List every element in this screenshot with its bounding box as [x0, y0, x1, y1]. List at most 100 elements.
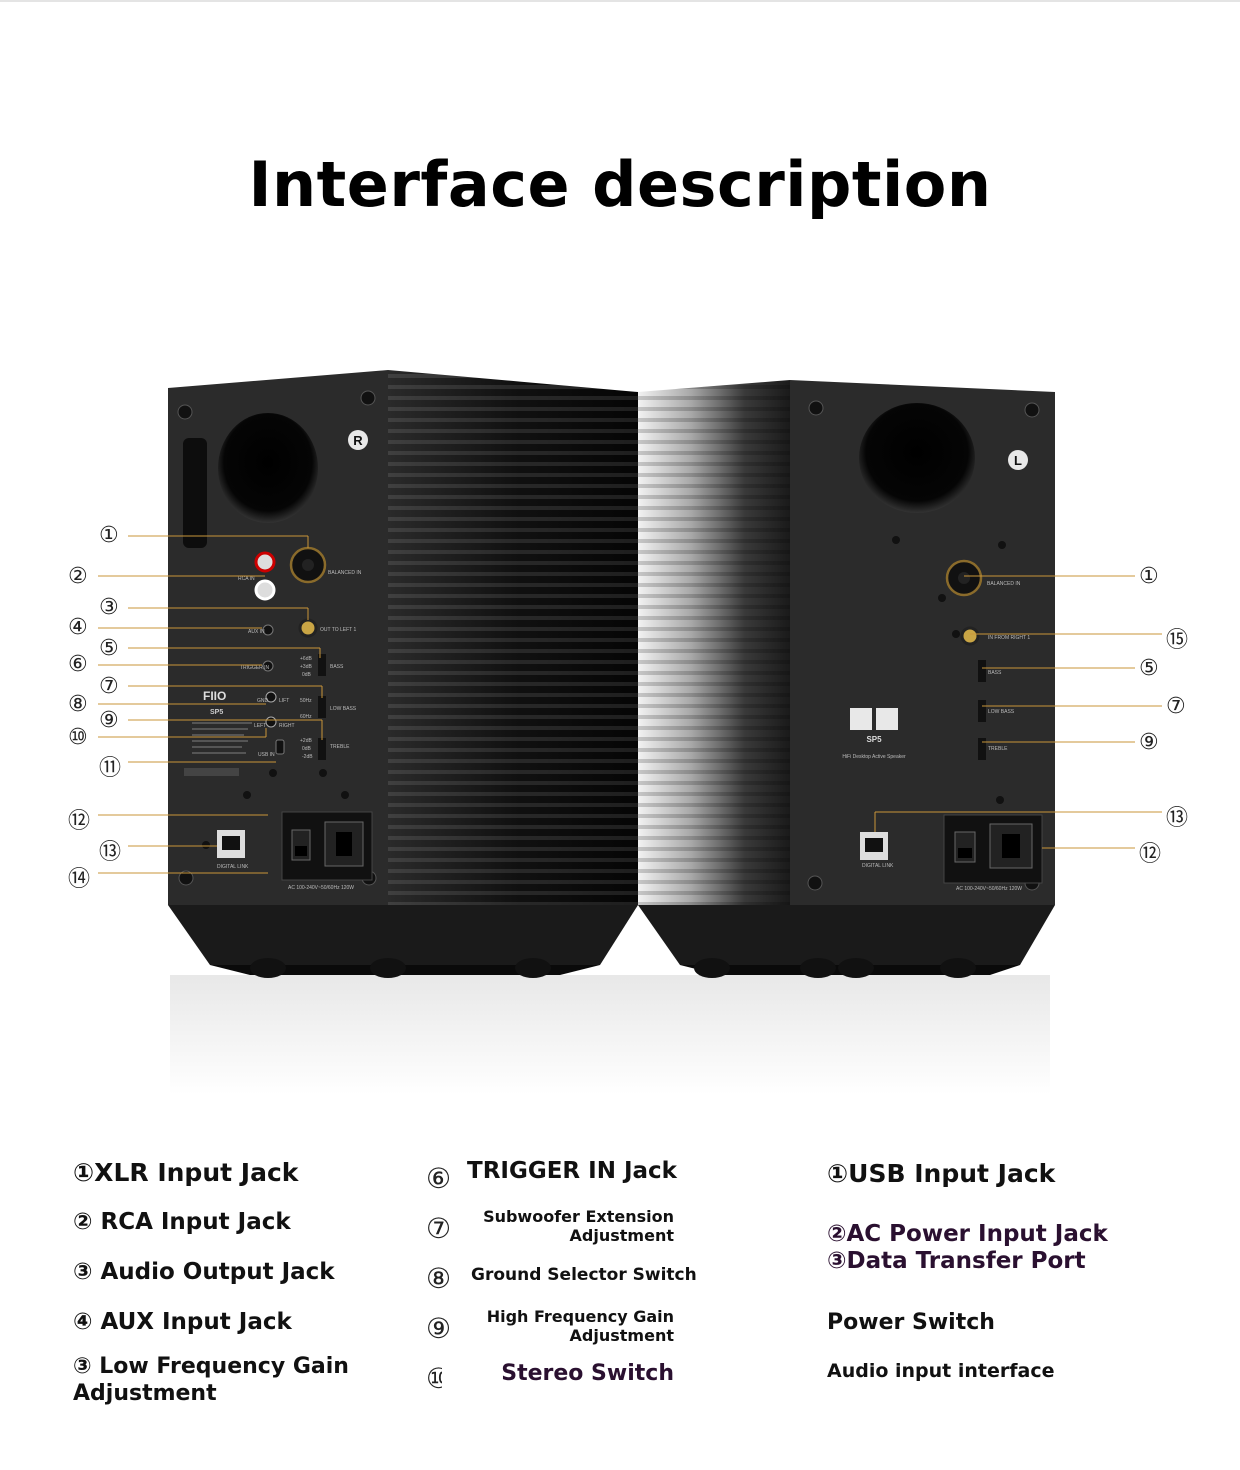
legend-audio-input-interface: Audio input interface	[827, 1360, 1055, 1382]
speaker-r-rca-red	[254, 551, 276, 573]
svg-text:FIIO: FIIO	[203, 689, 226, 703]
svg-text:HiFi Desktop Active Speaker: HiFi Desktop Active Speaker	[842, 754, 906, 760]
svg-text:+6dB: +6dB	[300, 656, 312, 662]
svg-text:USB IN: USB IN	[258, 752, 275, 758]
speaker-l-base	[638, 905, 1055, 965]
callout-r-11: ⑪	[99, 756, 122, 781]
legend-low-frequency-gain-cont: Adjustment	[73, 1381, 217, 1406]
callout-l-7: ⑦	[1166, 694, 1186, 719]
legend-num-7: ⑦	[426, 1212, 452, 1245]
svg-text:+2dB: +2dB	[300, 738, 312, 744]
speaker-l-foot	[838, 958, 874, 978]
callout-l-13: ⑬	[1166, 806, 1189, 831]
svg-text:AC 100-240V~50/60Hz 120W: AC 100-240V~50/60Hz 120W	[288, 885, 354, 891]
callout-r-9: ⑨	[99, 708, 119, 733]
svg-text:OUT TO LEFT 1: OUT TO LEFT 1	[320, 627, 357, 633]
speaker-r-foot	[370, 958, 406, 978]
speaker-l-back-panel	[790, 380, 1055, 905]
svg-text:LOW BASS: LOW BASS	[988, 709, 1015, 715]
svg-text:RCA IN: RCA IN	[238, 576, 255, 582]
speaker-l-foot	[800, 958, 836, 978]
speaker-l-treble-switch	[978, 738, 986, 760]
callout-r-13: ⑬	[99, 840, 122, 865]
speaker-l-lowbass-switch	[978, 700, 986, 722]
svg-text:50Hz: 50Hz	[300, 698, 312, 704]
speaker-r-rca-white	[254, 579, 276, 601]
speaker-r-gnd-switch	[265, 691, 277, 703]
legend-high-frequency-gain-cont: Adjustment	[569, 1326, 674, 1345]
callout-r-10: ⑩	[68, 725, 88, 750]
callout-r-6: ⑥	[68, 652, 88, 677]
callout-r-3: ③	[99, 595, 119, 620]
callout-lines-l	[874, 575, 1162, 849]
svg-text:BASS: BASS	[330, 664, 344, 670]
legend-dash: –	[1094, 1220, 1102, 1239]
svg-text:R: R	[353, 433, 363, 448]
speaker-r-base	[168, 905, 638, 965]
svg-text:AUX IN: AUX IN	[248, 629, 265, 635]
legend-num-9: ⑨	[426, 1312, 452, 1345]
callout-l-1: ①	[1139, 564, 1159, 589]
svg-text:60Hz: 60Hz	[300, 714, 312, 720]
svg-text:AC 100-240V~50/60Hz 120W: AC 100-240V~50/60Hz 120W	[956, 886, 1022, 892]
svg-text:TRIGGER IN: TRIGGER IN	[240, 665, 270, 671]
svg-text:BASS: BASS	[988, 670, 1002, 676]
svg-text:SP5: SP5	[210, 709, 223, 716]
floor-reflection	[170, 975, 1050, 1095]
callout-r-2: ②	[68, 564, 88, 589]
speaker-l-bass-port	[859, 403, 975, 513]
speaker-l-bass-switch	[978, 660, 986, 682]
legend-data-transfer-port: ③Data Transfer Port	[827, 1248, 1086, 1274]
svg-text:BALANCED IN: BALANCED IN	[328, 570, 362, 576]
legend-xlr-input: ①XLR Input Jack	[73, 1158, 299, 1187]
hi-res-audio-badge	[850, 708, 872, 730]
callout-r-5: ⑤	[99, 636, 119, 661]
svg-text:LOW BASS: LOW BASS	[330, 706, 357, 712]
svg-text:DIGITAL LINK: DIGITAL LINK	[862, 863, 894, 869]
callout-r-12: ⑫	[68, 809, 91, 834]
speaker-r-out-jack	[298, 618, 318, 638]
speaker-r-usb-port	[275, 739, 285, 755]
speaker-r-foot	[515, 958, 551, 978]
svg-text:0dB: 0dB	[302, 746, 312, 752]
callout-r-8: ⑧	[68, 692, 88, 717]
speaker-r-handle-slot	[183, 438, 207, 548]
callout-l-12: ⑫	[1139, 842, 1162, 867]
legend-aux-input: ④ AUX Input Jack	[73, 1309, 292, 1335]
callout-lines-r	[98, 535, 323, 874]
legend-power-switch: Power Switch	[827, 1310, 995, 1335]
legend-rca-input: ② RCA Input Jack	[73, 1209, 291, 1235]
legend-num-10: ⑩	[426, 1362, 442, 1395]
callout-r-4: ④	[68, 615, 88, 640]
legend-stereo-switch: Stereo Switch	[501, 1361, 674, 1386]
legend-trigger-in: TRIGGER IN Jack	[467, 1158, 677, 1184]
speaker-r-aux-jack	[262, 624, 274, 636]
callout-r-14: ⑭	[68, 867, 91, 892]
speaker-l-foot	[694, 958, 730, 978]
legend-low-frequency-gain: ③ Low Frequency Gain	[73, 1354, 349, 1379]
top-divider	[0, 0, 1240, 2]
callout-r-7: ⑦	[99, 674, 119, 699]
legend-high-frequency-gain: High Frequency Gain	[486, 1307, 674, 1326]
legend-num-8: ⑧	[426, 1262, 452, 1295]
svg-text:LIFT: LIFT	[279, 698, 289, 704]
svg-text:+3dB: +3dB	[300, 664, 312, 670]
legend-ac-power-input: ②AC Power Input Jack	[827, 1221, 1108, 1247]
svg-text:L: L	[1014, 453, 1022, 468]
legend-subwoofer-extension: Subwoofer Extension	[483, 1207, 674, 1226]
legend-usb-input: ①USB Input Jack	[827, 1159, 1056, 1188]
speaker-r-treble-switch	[318, 738, 326, 760]
svg-text:-2dB: -2dB	[302, 754, 313, 760]
svg-text:GND: GND	[257, 698, 269, 704]
speaker-r-stereo-switch	[265, 716, 277, 728]
speaker-l: L BALANCED IN IN FROM RIGHT 1 BASS LOW B…	[638, 380, 1055, 978]
speaker-r-trigger-jack	[262, 660, 274, 672]
svg-text:LEFT: LEFT	[254, 723, 266, 729]
hi-res-wireless-badge	[876, 708, 898, 730]
speaker-r-lowbass-switch	[318, 696, 326, 718]
legend-audio-output: ③ Audio Output Jack	[73, 1259, 335, 1285]
callout-l-15: ⑮	[1166, 628, 1189, 653]
svg-text:RIGHT: RIGHT	[279, 723, 295, 729]
svg-text:TREBLE: TREBLE	[330, 744, 350, 750]
